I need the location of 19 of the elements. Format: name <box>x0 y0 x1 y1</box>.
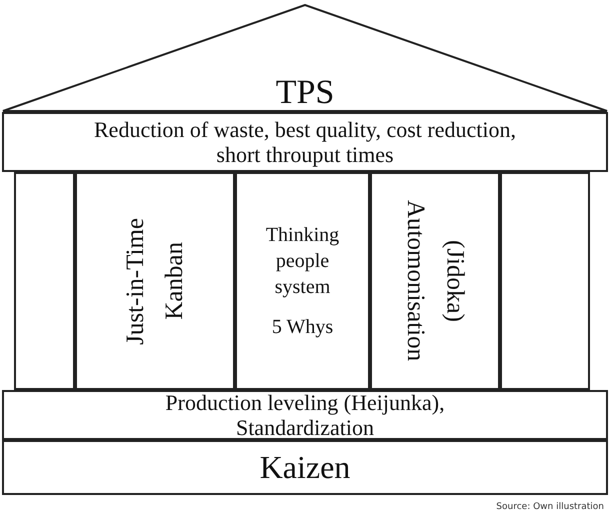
pillar-text: 5 Whys <box>272 315 334 340</box>
pillar <box>75 172 235 390</box>
pillar <box>14 172 75 390</box>
band-text: Kaizen <box>260 449 350 486</box>
foundation-block <box>2 440 608 495</box>
beam-band <box>2 112 608 172</box>
pillar-text: Just-in-Time <box>122 218 149 344</box>
pillar-text: Thinking people system <box>264 223 340 300</box>
pillar <box>370 172 500 390</box>
pillar-text: Kanban <box>161 242 188 320</box>
roof-title: TPS <box>276 72 334 112</box>
pillar <box>235 172 370 390</box>
pillar-text: Automonisation <box>402 200 429 362</box>
beam-band <box>2 390 608 440</box>
pillar <box>500 172 590 390</box>
source-note: Source: Own illustration <box>496 502 604 512</box>
band-text: Reduction of waste, best quality, cost reduction, short throuput times <box>93 116 517 168</box>
band-text: Production leveling (Heijunka), Standardization <box>164 390 446 440</box>
pillar-text: (Jidoka) <box>441 240 468 322</box>
